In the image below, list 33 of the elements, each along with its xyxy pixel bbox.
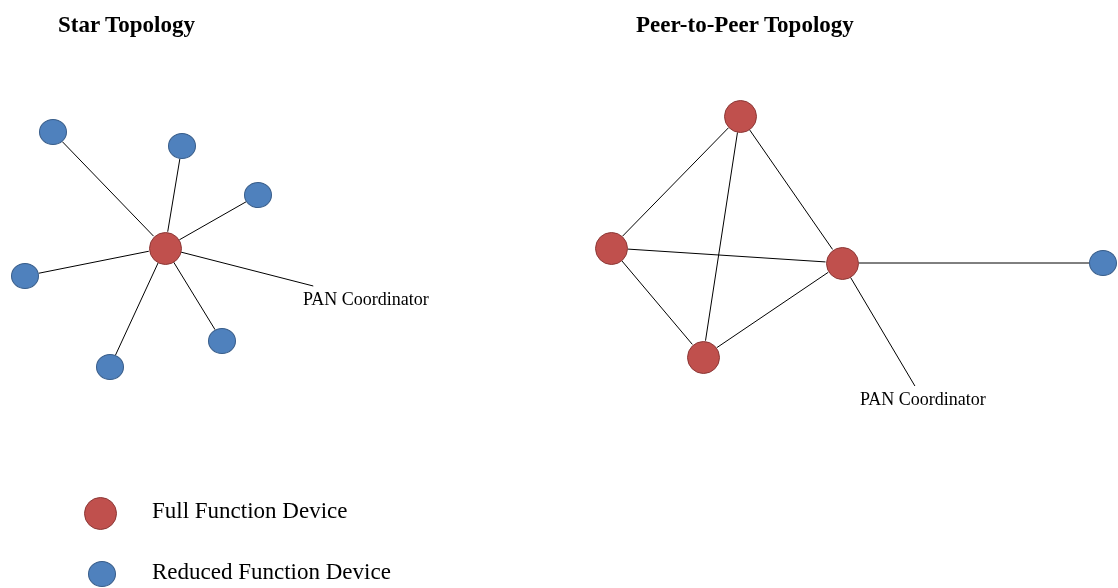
link-line bbox=[61, 141, 155, 237]
link-line bbox=[167, 158, 181, 233]
full-device-circle bbox=[686, 340, 720, 374]
reduced-device-circle bbox=[208, 328, 236, 354]
full-device-circle bbox=[594, 231, 628, 265]
link-line bbox=[622, 127, 729, 237]
legend-label: Reduced Function Device bbox=[152, 559, 391, 585]
link-line bbox=[115, 262, 159, 356]
link-line bbox=[178, 201, 247, 241]
link-line bbox=[858, 262, 1090, 264]
link-line bbox=[621, 260, 693, 345]
full-device-circle bbox=[825, 246, 859, 280]
reduced-device-circle bbox=[96, 354, 124, 380]
node-label: PAN Coordinator bbox=[303, 289, 429, 310]
link-line bbox=[38, 250, 150, 274]
link-line bbox=[748, 129, 834, 250]
reduced-device-circle bbox=[168, 133, 196, 159]
leader-line bbox=[180, 251, 314, 287]
full-device-circle bbox=[148, 231, 182, 265]
link-line bbox=[716, 271, 829, 349]
leader-line bbox=[849, 276, 916, 387]
node-label: PAN Coordinator bbox=[860, 389, 986, 410]
link-line bbox=[173, 261, 216, 331]
reduced-device-circle bbox=[1089, 250, 1117, 276]
reduced-device-circle bbox=[244, 182, 272, 208]
heading: Peer-to-Peer Topology bbox=[636, 12, 854, 38]
legend-label: Full Function Device bbox=[152, 498, 348, 524]
link-line bbox=[705, 131, 738, 342]
reduced-device-circle bbox=[11, 263, 39, 289]
reduced-device-circle bbox=[39, 119, 67, 145]
full-device-circle bbox=[723, 99, 757, 133]
link-line bbox=[626, 248, 827, 263]
heading: Star Topology bbox=[58, 12, 195, 38]
